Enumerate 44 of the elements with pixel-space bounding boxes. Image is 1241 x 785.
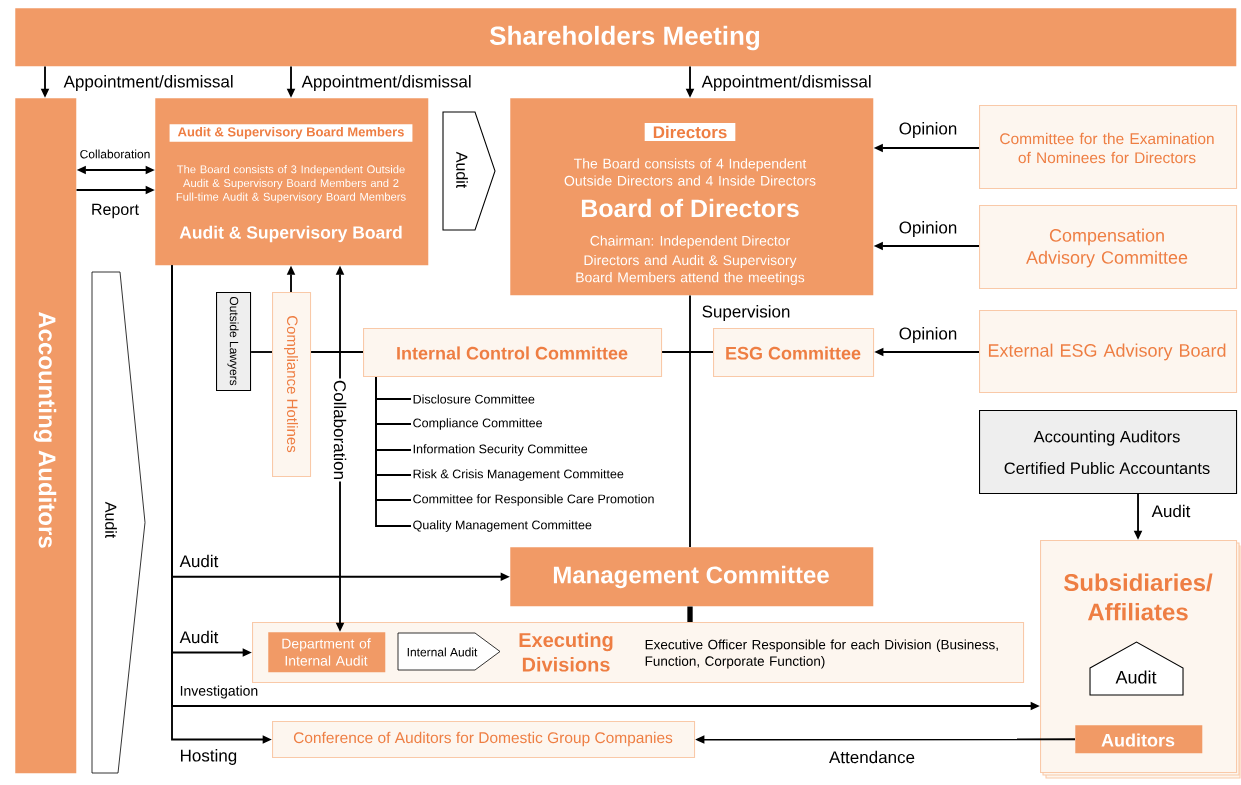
label-box: Compliance Hotlines (272, 292, 312, 478)
committee-name: Risk & Crisis Management Committee (413, 469, 624, 481)
connector-line (689, 294, 691, 548)
committee-name: Disclosure Committee (413, 394, 535, 404)
edge-label: Opinion (897, 325, 959, 345)
committee-box: External ESG Advisory Board (979, 310, 1238, 394)
edge-label: Audit (178, 553, 220, 569)
connector-line (310, 351, 364, 353)
board-box: Directors The Board consists of 4 Independent Outside Directors and 4 Inside Directors Board of Directors Chairman: Independent Director Directors and Audit & Supervisory Board Members attend the meetings (510, 98, 874, 296)
edge-label: Opinion (897, 219, 959, 239)
connector-line (250, 351, 273, 353)
label-box: Outside Lawyers (216, 292, 252, 392)
edge-label: Report (89, 202, 141, 220)
side-band: Accounting Auditors (15, 98, 77, 774)
committee-box: Internal Control Committee (363, 328, 663, 378)
edge-label: Attendance (827, 749, 917, 765)
auditor-box: Accounting Auditors Certified Public Accountants (979, 410, 1238, 495)
connector-line (687, 606, 693, 622)
committee-box: Management Committee (510, 547, 874, 607)
edge-label: Hosting (178, 747, 239, 767)
edge-label: Investigation (178, 684, 260, 700)
connector-line (375, 376, 412, 527)
board-box: Audit & Supervisory Board Members The Board consists of 3 Independent Outside Audit & Supervisory Board Members and 2 Full-time Audit & Supervisory Board Members Audit & Supervisory Board (155, 98, 429, 266)
committee-box: ESG Committee (713, 328, 875, 378)
edge-label: Appointment/dismissal (62, 73, 235, 93)
committee-name: Committee for Responsible Care Promotion (413, 494, 654, 506)
connector-line (661, 351, 714, 353)
conference-box: Conference of Auditors for Domestic Group Companies (272, 721, 696, 759)
committee-box: Compensation Advisory Committee (979, 205, 1238, 290)
edge-label: Opinion (897, 120, 959, 140)
committee-name: Information Security Committee (413, 444, 588, 456)
header-band: Shareholders Meeting (15, 8, 1237, 67)
edge-label: Audit (1150, 503, 1192, 519)
edge-label: Supervision (700, 303, 792, 323)
committee-box: Committee for the Examination of Nominees for Directors (979, 105, 1238, 190)
edge-label: Collaboration (78, 148, 152, 160)
auditors-box: Auditors (1075, 725, 1203, 754)
department-box: Department of Internal Audit (268, 632, 386, 673)
edge-label: Audit (178, 629, 220, 645)
edge-label: Appointment/dismissal (700, 73, 873, 93)
committee-name: Quality Management Committee (413, 520, 592, 532)
committee-name: Compliance Committee (413, 418, 542, 430)
edge-label: Appointment/dismissal (300, 73, 473, 93)
edge-label: Collaboration (332, 378, 348, 482)
